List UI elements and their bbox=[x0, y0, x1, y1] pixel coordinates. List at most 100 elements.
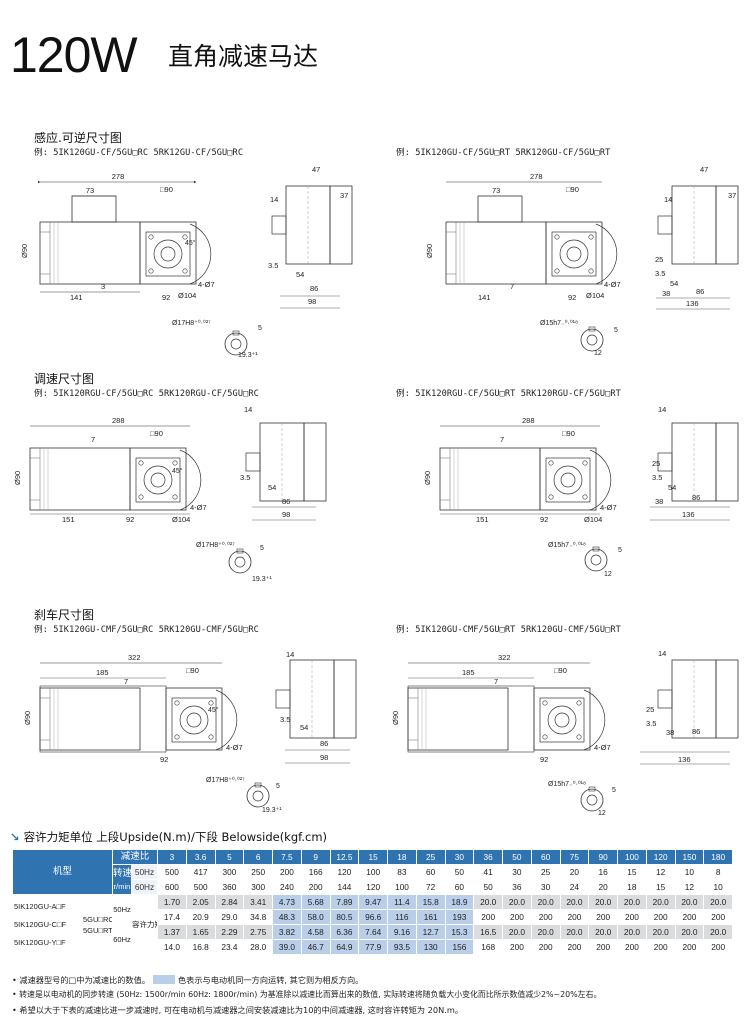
svg-text:5: 5 bbox=[276, 783, 280, 790]
svg-text:54: 54 bbox=[670, 279, 678, 288]
torque-cell: 58.0 bbox=[300, 909, 331, 925]
svg-text:Ø104: Ø104 bbox=[172, 515, 190, 524]
ratio-cell: 100 bbox=[617, 849, 647, 865]
note-speed: • 转速是以电动机的同步转速 (50Hz: 1500r/min 60Hz: 18… bbox=[12, 990, 602, 999]
svg-text:136: 136 bbox=[682, 510, 695, 519]
svg-text:4-Ø7: 4-Ø7 bbox=[226, 743, 243, 752]
torque-cell: 16.5 bbox=[473, 924, 504, 940]
svg-text:4-Ø7: 4-Ø7 bbox=[594, 743, 611, 752]
torque-cell: 80.5 bbox=[329, 909, 360, 925]
svg-text:19.3⁺¹: 19.3⁺¹ bbox=[238, 352, 258, 359]
svg-text:25: 25 bbox=[646, 705, 654, 714]
svg-text:5: 5 bbox=[258, 325, 262, 332]
svg-text:92: 92 bbox=[540, 515, 548, 524]
speed-cell: 100 bbox=[358, 864, 389, 880]
drawing-reversible-rc: 278 73 □90 Ø90 141 3 92 4-Ø7 Ø104 45° 47… bbox=[20, 165, 353, 359]
speed-cell: 300 bbox=[214, 864, 245, 880]
ratio-cell: 3 bbox=[157, 849, 187, 865]
svg-text:3.5: 3.5 bbox=[240, 473, 250, 482]
torque-cell: 11.4 bbox=[387, 894, 417, 910]
torque-cell: 200 bbox=[645, 939, 676, 955]
svg-text:45°: 45° bbox=[185, 239, 196, 247]
section-title-speed-control: 调速尺寸图 bbox=[34, 372, 95, 386]
speed-cell: 41 bbox=[473, 864, 504, 880]
torque-table-heading: ↘容许力矩单位 上段Upside(N.m)/下段 Belowside(kgf.c… bbox=[10, 830, 328, 844]
gearhead-name: 5GU□RT bbox=[83, 925, 113, 935]
speed-cell: 24 bbox=[559, 879, 590, 895]
svg-text:288: 288 bbox=[112, 416, 125, 425]
svg-text:12: 12 bbox=[604, 571, 612, 578]
svg-text:38: 38 bbox=[666, 728, 674, 737]
torque-cell: 16.8 bbox=[185, 939, 216, 955]
torque-cell: 20.0 bbox=[559, 894, 590, 910]
speed-cell: 50 bbox=[444, 864, 475, 880]
svg-text:92: 92 bbox=[126, 515, 134, 524]
speed-cell: 15 bbox=[617, 864, 647, 880]
torque-cell: 2.75 bbox=[243, 924, 274, 940]
svg-text:5: 5 bbox=[618, 547, 622, 554]
svg-text:7: 7 bbox=[494, 677, 498, 686]
torque-cell: 200 bbox=[617, 939, 647, 955]
svg-text:3.5: 3.5 bbox=[655, 269, 665, 278]
svg-text:92: 92 bbox=[568, 293, 576, 302]
torque-cell: 200 bbox=[645, 909, 676, 925]
svg-text:14: 14 bbox=[664, 195, 672, 204]
torque-cell: 200 bbox=[674, 939, 705, 955]
dimension-drawings: 278 73 □90 Ø90 141 3 92 4-Ø7 Ø104 45° 47… bbox=[13, 165, 739, 817]
torque-cell: 5.68 bbox=[300, 894, 331, 910]
svg-text:□90: □90 bbox=[554, 666, 567, 675]
torque-cell: 48.3 bbox=[272, 909, 302, 925]
svg-text:5: 5 bbox=[614, 327, 618, 334]
svg-text:45°: 45° bbox=[172, 467, 183, 475]
svg-text:Ø104: Ø104 bbox=[586, 291, 604, 300]
torque-cell: 9.16 bbox=[387, 924, 417, 940]
svg-text:12: 12 bbox=[594, 350, 602, 357]
torque-cell: 20.0 bbox=[674, 894, 705, 910]
svg-text:322: 322 bbox=[128, 653, 141, 662]
speed-cell: 30 bbox=[502, 864, 532, 880]
svg-text:14: 14 bbox=[244, 405, 252, 414]
svg-text:92: 92 bbox=[162, 293, 170, 302]
svg-text:14: 14 bbox=[658, 405, 666, 414]
svg-text:□90: □90 bbox=[562, 429, 575, 438]
ratio-cell: 60 bbox=[530, 849, 561, 865]
svg-text:54: 54 bbox=[300, 723, 308, 732]
speed-cell: 200 bbox=[272, 864, 302, 880]
svg-text:37: 37 bbox=[340, 191, 348, 200]
svg-text:Ø104: Ø104 bbox=[178, 291, 196, 300]
svg-text:3.5: 3.5 bbox=[280, 715, 290, 724]
torque-cell: 200 bbox=[559, 939, 590, 955]
svg-text:7: 7 bbox=[124, 677, 128, 686]
torque-cell: 3.82 bbox=[272, 924, 302, 940]
svg-text:5: 5 bbox=[612, 787, 616, 794]
speed-cell: 50 bbox=[473, 879, 504, 895]
svg-text:185: 185 bbox=[96, 668, 109, 677]
section-models-right: 例: 5IK120GU-CMF/5GU□RT 5RK120GU-CMF/5GU□… bbox=[396, 625, 621, 635]
torque-cell: 20.0 bbox=[588, 894, 619, 910]
speed-cell: 25 bbox=[530, 864, 561, 880]
torque-cell: 193 bbox=[444, 909, 475, 925]
svg-text:136: 136 bbox=[686, 299, 699, 308]
speed-cell: 240 bbox=[272, 879, 302, 895]
ratio-cell: 36 bbox=[473, 849, 504, 865]
model-name: 5IK120GU-A□F bbox=[14, 901, 66, 911]
svg-text:141: 141 bbox=[478, 293, 491, 302]
torque-cell: 2.84 bbox=[214, 894, 245, 910]
torque-cell: 200 bbox=[559, 909, 590, 925]
svg-text:92: 92 bbox=[540, 755, 548, 764]
model-name: 5IK120GU-C□F bbox=[14, 919, 67, 929]
torque-cell: 130 bbox=[415, 939, 446, 955]
torque-cell: 20.0 bbox=[703, 894, 734, 910]
torque-cell: 29.0 bbox=[214, 909, 245, 925]
svg-text:Ø90: Ø90 bbox=[13, 471, 22, 485]
same-direction-swatch bbox=[152, 975, 175, 984]
svg-text:Ø90: Ø90 bbox=[391, 711, 400, 725]
svg-text:322: 322 bbox=[498, 653, 511, 662]
svg-text:47: 47 bbox=[312, 165, 320, 174]
svg-text:Ø17H8⁺⁰·⁰²⁷: Ø17H8⁺⁰·⁰²⁷ bbox=[206, 776, 245, 784]
